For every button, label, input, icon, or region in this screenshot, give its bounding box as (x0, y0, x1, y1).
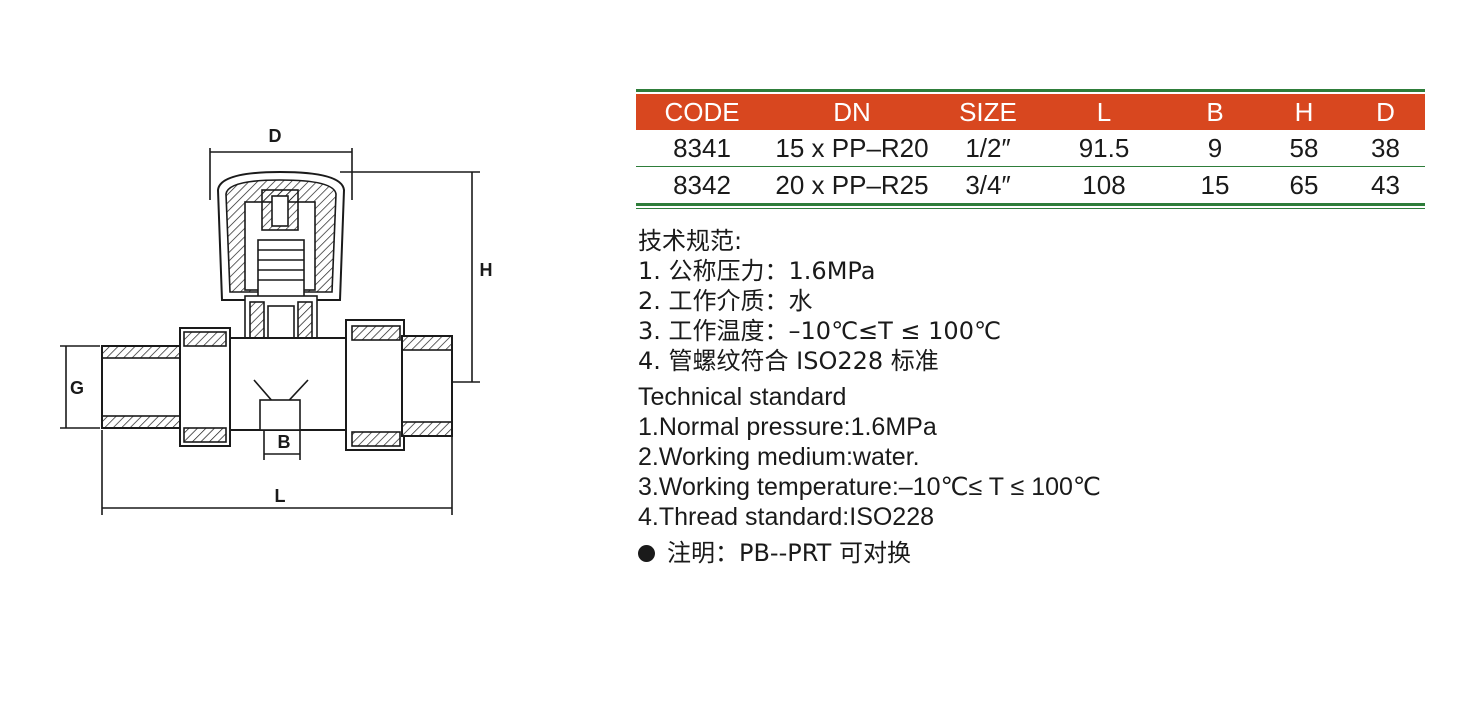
cell-h: 58 (1289, 132, 1319, 163)
remark-line: 注明：PB--PRT 可对换 (638, 538, 1418, 568)
spec-table: CODE DN SIZE L B H D 8341 15 x PP–R20 1/… (636, 89, 1425, 209)
cell-size: 3/4″ (965, 169, 1011, 200)
cn-title: 技术规范: (638, 227, 743, 255)
cell-l: 108 (1082, 169, 1126, 200)
technical-notes: 技术规范: 1. 公称压力：1.6MPa 2. 工作介质：水 3. 工作温度：–… (638, 226, 1418, 568)
dim-label-h: H (480, 260, 493, 280)
cell-b: 15 (1200, 169, 1230, 200)
cell-code: 8341 (673, 132, 731, 163)
en-title: Technical standard (638, 383, 847, 411)
table-row: 8342 20 x PP–R25 3/4″ 108 15 65 43 (636, 167, 1425, 203)
cell-d: 38 (1371, 132, 1400, 163)
header-h: H (1294, 96, 1314, 127)
cell-dn: 20 x PP–R25 (775, 169, 929, 200)
cn-item: 1. 公称压力：1.6MPa (638, 257, 876, 285)
cn-item: 4. 管螺纹符合 ISO228 标准 (638, 347, 939, 375)
cn-item: 2. 工作介质：水 (638, 287, 813, 315)
en-item: 4.Thread standard:ISO228 (638, 503, 935, 531)
table-top-rule (636, 89, 1425, 92)
cell-l: 91.5 (1078, 132, 1130, 163)
en-item: 1.Normal pressure:1.6MPa (638, 413, 937, 441)
header-size: SIZE (959, 96, 1017, 127)
en-item: 3.Working temperature:–10℃≤ T ≤ 100℃ (638, 473, 1101, 501)
en-item: 2.Working medium:water. (638, 443, 920, 471)
cell-size: 1/2″ (965, 132, 1011, 163)
cell-d: 43 (1371, 169, 1400, 200)
cell-b: 9 (1207, 132, 1223, 163)
dim-label-b: B (278, 432, 291, 452)
remark-text: 注明：PB--PRT 可对换 (667, 539, 911, 567)
bullet-icon (638, 544, 655, 562)
header-l: L (1096, 96, 1112, 127)
dim-label-l: L (275, 486, 286, 506)
row-separator (636, 166, 1425, 167)
header-code: CODE (664, 96, 740, 127)
table-header-row: CODE DN SIZE L B H D (636, 94, 1425, 130)
cell-h: 65 (1289, 169, 1319, 200)
header-d: D (1376, 96, 1395, 127)
table-bottom-rule (636, 203, 1425, 206)
table-bottom-thin-rule (636, 208, 1425, 209)
valve-technical-drawing: D H G B L (60, 126, 493, 515)
table-row: 8341 15 x PP–R20 1/2″ 91.5 9 58 38 (636, 130, 1425, 166)
header-dn: DN (833, 96, 871, 127)
dim-label-g: G (70, 378, 84, 398)
cell-code: 8342 (673, 169, 731, 200)
cn-item: 3. 工作温度：–10℃≤T ≤ 100℃ (638, 317, 1001, 345)
cell-dn: 15 x PP–R20 (775, 132, 929, 163)
header-b: B (1206, 96, 1224, 127)
dim-label-d: D (269, 126, 282, 146)
